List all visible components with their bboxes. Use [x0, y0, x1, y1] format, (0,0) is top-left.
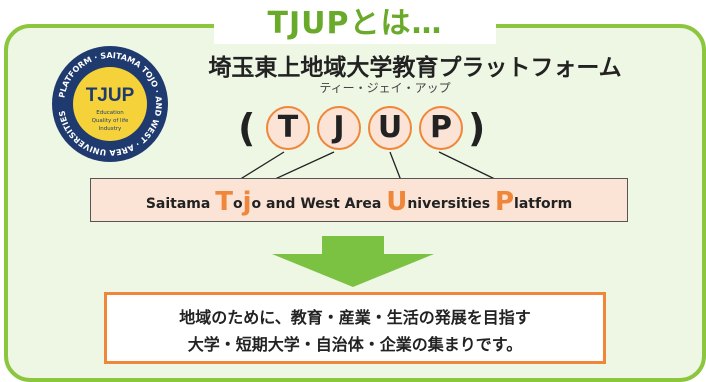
page-title: TJUPとは… — [267, 6, 443, 41]
english-name: Saitama Tojo and West Area Universities … — [145, 187, 573, 217]
letter-circle-p: P — [419, 106, 463, 150]
open-paren: ( — [238, 106, 256, 150]
highlight-u: U — [386, 187, 408, 217]
letter-circle-j: J — [317, 106, 361, 150]
japanese-name: 埼玉東上地域大学教育プラットフォーム — [208, 55, 622, 81]
title-band — [214, 4, 496, 44]
reading-ruby: ティー・ジェイ・アップ — [319, 81, 451, 95]
close-paren: ) — [468, 106, 486, 150]
highlight-p: P — [494, 187, 515, 217]
logo-line-industry: Industry — [99, 126, 122, 132]
down-arrow-shaft — [322, 236, 384, 256]
letter-circle-t: T — [266, 106, 310, 150]
logo-line-quality: Quality of life — [92, 118, 129, 124]
mission-line-1: 地域のために、教育・産業・生活の発展を目指す — [179, 308, 531, 327]
mission-line-2: 大学・短期大学・自治体・企業の集まりです。 — [187, 335, 523, 354]
mission-box: 地域のために、教育・産業・生活の発展を目指す 大学・短期大学・自治体・企業の集ま… — [104, 292, 606, 364]
logo-inner-disc — [73, 67, 147, 141]
tjup-logo: PLATFORM · SAITAMA TOJO · AND WEST · ARE… — [52, 46, 168, 162]
down-arrow-head — [272, 254, 434, 287]
letter-circle-u: U — [368, 106, 412, 150]
highlight-t: T — [215, 187, 233, 217]
highlight-j: j — [242, 187, 252, 217]
logo-title: TJUP — [86, 85, 135, 106]
logo-line-education: Education — [96, 110, 124, 116]
english-name-box — [90, 178, 628, 222]
